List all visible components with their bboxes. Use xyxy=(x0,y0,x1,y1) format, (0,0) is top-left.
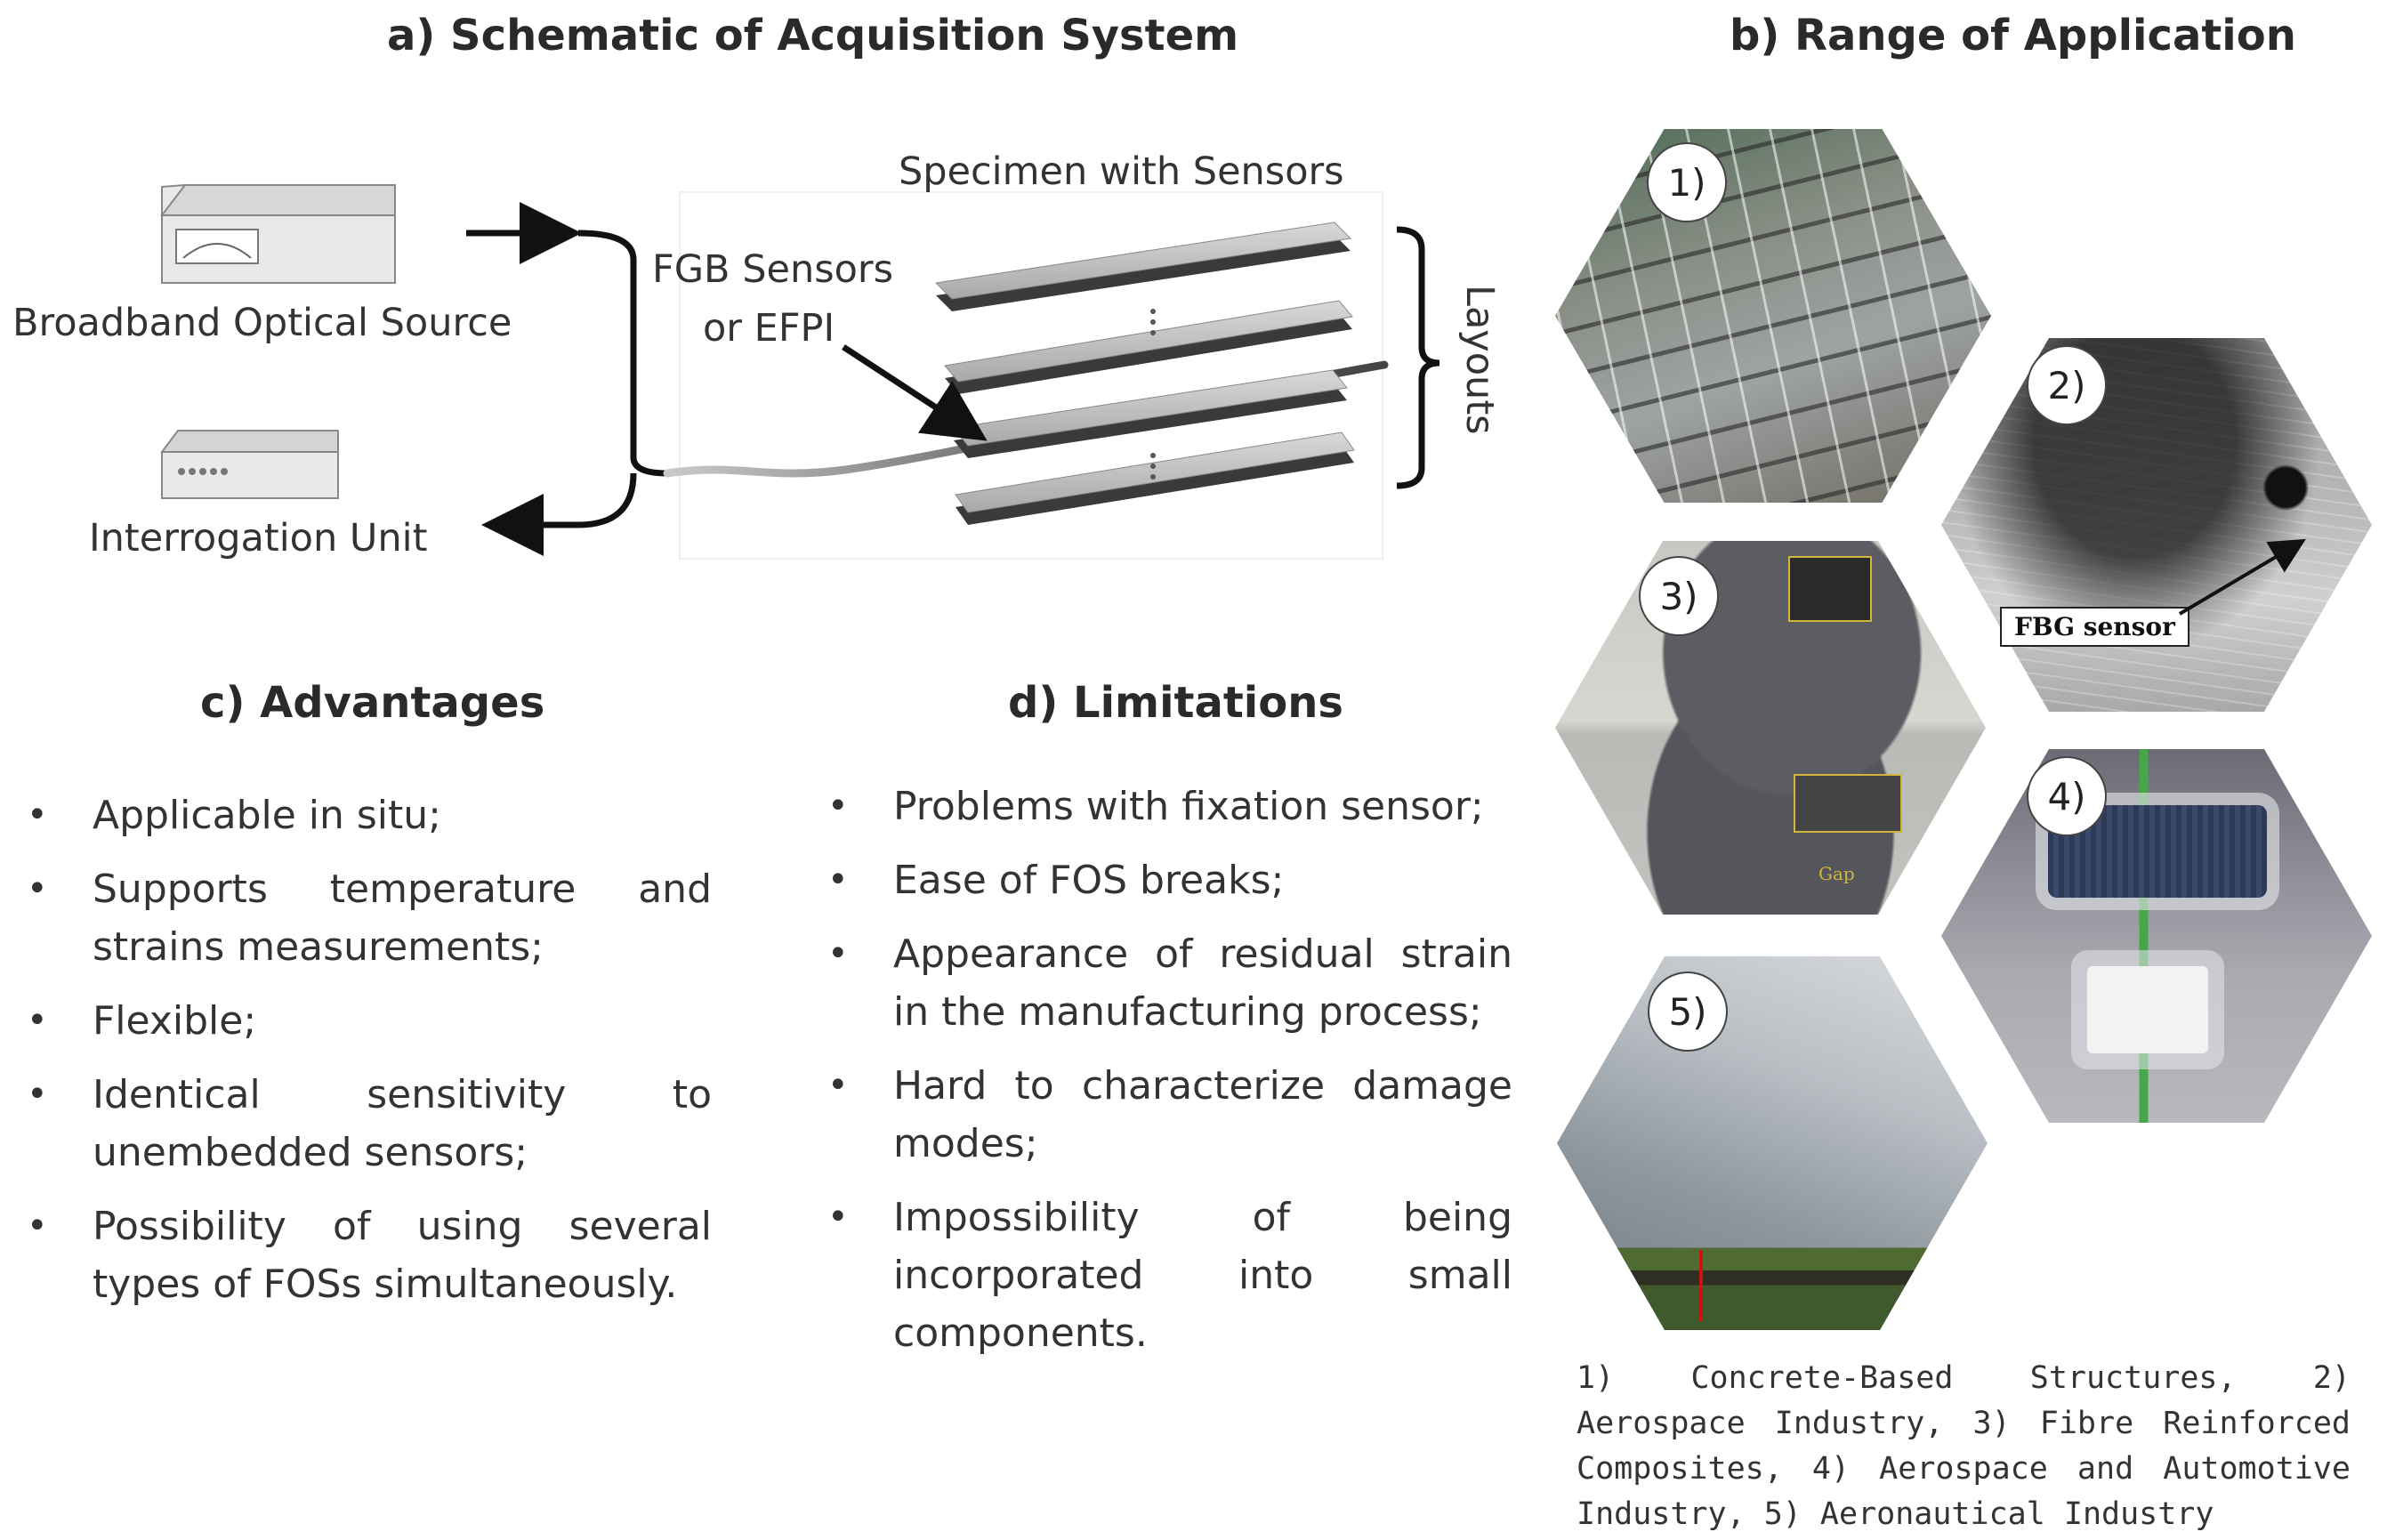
red-fiber xyxy=(1699,1250,1703,1321)
panel-c-title: c) Advantages xyxy=(200,678,545,728)
list-item: Ease of FOS breaks; xyxy=(820,851,1512,909)
optical-source-label: Broadband Optical Source xyxy=(12,301,512,345)
list-item: Supports temperature and strains measure… xyxy=(20,860,712,976)
panel-b-title: b) Range of Application xyxy=(1730,11,2296,60)
hex-number-badge: 5) xyxy=(1648,972,1728,1052)
hex-number-badge: 4) xyxy=(2027,756,2107,836)
list-item: Flexible; xyxy=(20,992,712,1050)
acquisition-schematic xyxy=(159,184,1440,560)
specimen-plate xyxy=(944,300,1353,394)
list-item: Impossibility of being incorporated into… xyxy=(820,1189,1512,1362)
specimen-plate xyxy=(934,222,1352,311)
panel-a-title: a) Schematic of Acquisition System xyxy=(387,11,1239,60)
list-item: Hard to characterize damage modes; xyxy=(820,1057,1512,1173)
specimen-plate xyxy=(955,431,1355,525)
automotive-patch xyxy=(2087,966,2208,1053)
hex-number-badge: 1) xyxy=(1647,142,1727,222)
gap-box xyxy=(1794,774,1902,833)
advantages-list: Applicable in situ; Supports temperature… xyxy=(20,786,712,1329)
hex-number-badge: 2) xyxy=(2027,345,2107,425)
list-item: Possibility of using several types of FO… xyxy=(20,1197,712,1313)
interrogation-unit-label: Interrogation Unit xyxy=(89,516,428,560)
application-image-aerospace xyxy=(1941,338,2372,712)
list-item: Identical sensitivity to unembedded sens… xyxy=(20,1066,712,1181)
limitations-list: Problems with fixation sensor; Ease of F… xyxy=(820,778,1512,1378)
list-item: Appearance of residual strain in the man… xyxy=(820,925,1512,1041)
sensor-label-line1: FGB Sensors xyxy=(652,247,894,292)
interrogation-unit-device-icon xyxy=(160,430,339,499)
fbg-sensor-tag: FBG sensor xyxy=(2000,607,2189,647)
gap-box xyxy=(1788,556,1872,622)
sensor-label-line2: or EFPI xyxy=(703,306,835,351)
hex-number-badge: 3) xyxy=(1639,556,1719,636)
optical-source-device-icon xyxy=(159,184,396,284)
application-image-concrete xyxy=(1555,129,1991,503)
list-item: Problems with fixation sensor; xyxy=(820,778,1512,835)
layouts-label: Layouts xyxy=(1457,285,1502,435)
application-caption: 1) Concrete-Based Structures, 2) Aerospa… xyxy=(1577,1360,2351,1532)
application-image-composites xyxy=(1555,541,1986,915)
list-item: Applicable in situ; xyxy=(20,786,712,844)
application-image-aeronautical xyxy=(1557,956,1988,1330)
specimen-label: Specimen with Sensors xyxy=(899,149,1344,194)
fbg-pointer-arrow xyxy=(2178,538,2306,616)
panel-d-title: d) Limitations xyxy=(1008,678,1343,728)
gap-tag: Gap xyxy=(1818,863,1855,884)
